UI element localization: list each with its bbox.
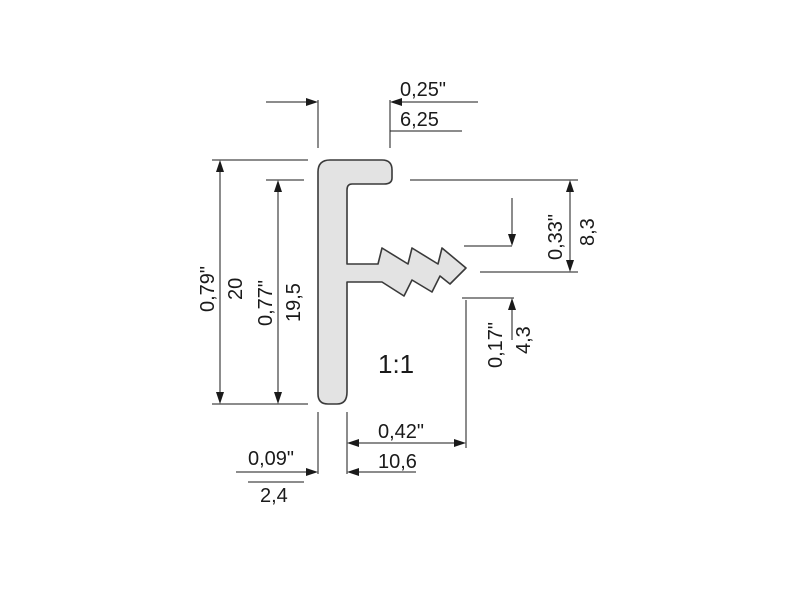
barb-offset-inch-label: 0,33"	[545, 214, 567, 260]
top-gap-dimension: 0,25" 6,25	[266, 79, 478, 148]
depth-mm-label: 10,6	[378, 451, 417, 473]
barb-tip-inch-label: 0,17"	[485, 322, 507, 368]
depth-dimension: 0,42" 10,6	[346, 300, 467, 476]
wall-thickness-dimension: 0,09" 2,4	[236, 412, 319, 507]
depth-inch-label: 0,42"	[378, 421, 424, 443]
top-gap-inch-label: 0,25"	[400, 79, 446, 101]
barb-tip-mm-label: 4,3	[513, 326, 535, 354]
barb-tip-dimension: 0,17" 4,3	[462, 297, 535, 368]
inner-height-dimension: 0,77" 19,5	[255, 179, 305, 404]
top-gap-mm-label: 6,25	[400, 109, 439, 131]
scale-label: 1:1	[378, 349, 414, 379]
total-height-mm-label: 20	[225, 278, 247, 300]
inner-height-inch-label: 0,77"	[255, 280, 277, 326]
total-height-inch-label: 0,79"	[197, 266, 219, 312]
barb-offset-mm-label: 8,3	[577, 218, 599, 246]
total-height-dimension: 0,79" 20	[197, 159, 308, 405]
inner-height-mm-label: 19,5	[283, 283, 305, 322]
wall-thickness-mm-label: 2,4	[260, 485, 288, 507]
wall-thickness-inch-label: 0,09"	[248, 448, 294, 470]
barb-offset-dimension: 0,33" 8,3	[410, 179, 599, 273]
t-profile-cross-section	[317, 159, 467, 405]
